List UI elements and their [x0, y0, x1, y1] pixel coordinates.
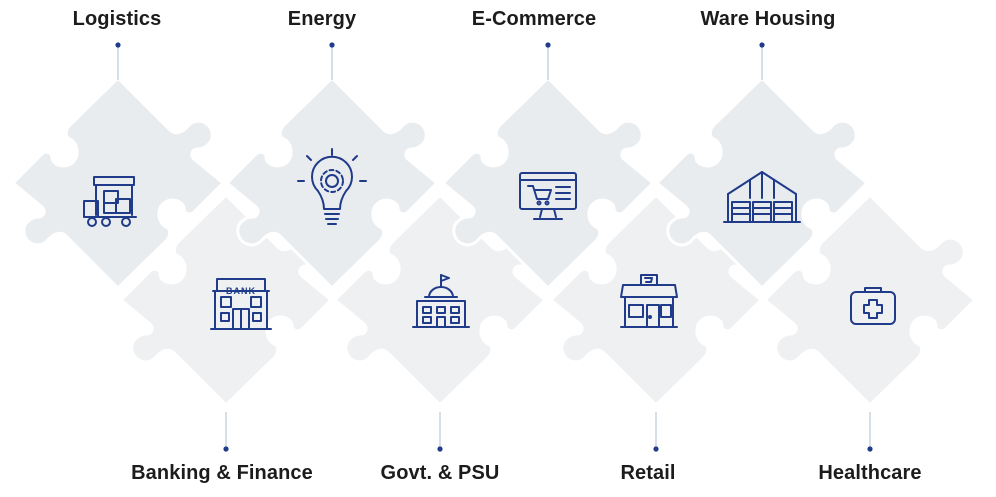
- label-ware-housing: Ware Housing: [700, 8, 836, 30]
- retail-store-icon: [620, 274, 678, 328]
- lightbulb-gear-icon: [297, 148, 367, 225]
- label-logistics: Logistics: [72, 8, 162, 30]
- warehouse-icon: [723, 171, 801, 223]
- delivery-truck-icon: [83, 176, 137, 227]
- connector-dot-bottom-1: [223, 446, 229, 452]
- connector-lines: [115, 42, 873, 452]
- label-govt-psu: Govt. & PSU: [380, 462, 500, 484]
- medical-kit-icon: [850, 287, 896, 325]
- connector-dot-top-3: [545, 42, 551, 48]
- government-building-icon: [412, 274, 470, 328]
- connector-dot-bottom-4: [867, 446, 873, 452]
- label-energy: Energy: [287, 8, 357, 30]
- connector-dot-top-2: [329, 42, 335, 48]
- shopping-cart-monitor-icon: [519, 172, 577, 220]
- connector-dot-bottom-2: [437, 446, 443, 452]
- label-retail: Retail: [620, 462, 676, 484]
- label-banking-finance: Banking & Finance: [131, 462, 313, 484]
- connector-dot-top-1: [115, 42, 121, 48]
- label-healthcare: Healthcare: [818, 462, 922, 484]
- label-e-commerce: E-Commerce: [471, 8, 597, 30]
- connector-dot-bottom-3: [653, 446, 659, 452]
- bank-sign-text: BANK: [226, 286, 256, 296]
- connector-dot-top-4: [759, 42, 765, 48]
- bank-building-icon: [210, 278, 272, 330]
